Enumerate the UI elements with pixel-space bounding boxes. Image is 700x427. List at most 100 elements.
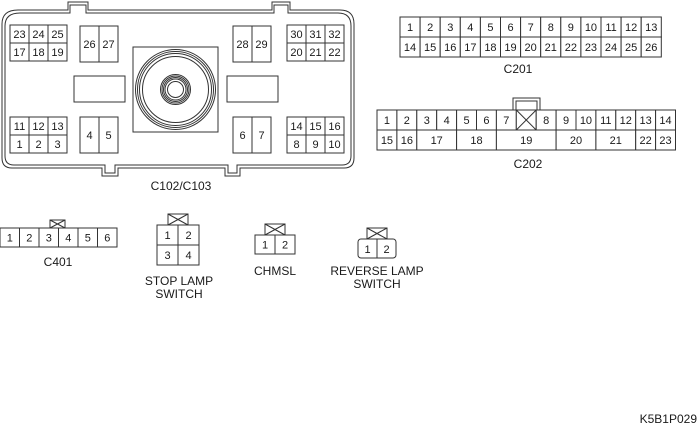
pin-number: 10	[585, 22, 597, 34]
c102-pin-13: 13	[47, 116, 68, 136]
c202-pin-15: 15	[376, 129, 398, 151]
pin-number: 6	[239, 130, 245, 142]
c102-pin-5: 5	[98, 116, 119, 154]
pin-number: 17	[464, 42, 476, 54]
c102-housing-outline	[1, 1, 355, 177]
pin-number: 11	[14, 121, 25, 133]
pin-number: 31	[309, 29, 321, 41]
pin-number: 27	[102, 39, 114, 51]
c401-pin-1: 1	[0, 227, 20, 248]
stop-lamp-pin-1: 1	[156, 224, 179, 246]
c202-label: C202	[514, 157, 543, 171]
c102-pin-18: 18	[28, 42, 49, 62]
chmsl-pin-2: 2	[274, 234, 296, 255]
pin-number: 20	[290, 47, 302, 59]
stop-lamp-pin-2: 2	[177, 224, 200, 246]
c201-pin-14: 14	[399, 36, 421, 58]
pin-number: 13	[645, 22, 657, 34]
pin-number: 5	[85, 233, 91, 245]
c202-pin-9: 9	[555, 109, 577, 131]
c102-housing-inner	[4, 4, 352, 174]
pin-number: 3	[164, 250, 170, 262]
figure-id: K5B1P029	[640, 412, 698, 426]
pin-number: 2	[185, 230, 191, 242]
c401-pin-2: 2	[19, 227, 40, 248]
c202-pin-11: 11	[595, 109, 617, 131]
c201-pin-24: 24	[600, 36, 622, 58]
c401-latch-icon	[49, 219, 66, 229]
c202-pin-5: 5	[456, 109, 478, 131]
pin-number: 9	[312, 139, 318, 151]
pin-number: 7	[503, 115, 509, 127]
c102-pin-16: 16	[324, 116, 345, 136]
c201-pin-17: 17	[459, 36, 481, 58]
c201-pin-20: 20	[520, 36, 542, 58]
c201-pin-12: 12	[620, 16, 642, 38]
c201-pin-18: 18	[479, 36, 501, 58]
stop-lamp-pin-4: 4	[177, 244, 200, 266]
c102-pin-10: 10	[324, 134, 345, 154]
pin-number: 25	[51, 29, 63, 41]
c201-pin-5: 5	[479, 16, 501, 38]
pin-number: 1	[7, 233, 13, 245]
c201-pin-26: 26	[640, 36, 662, 58]
c201-pin-25: 25	[620, 36, 642, 58]
pin-number: 21	[610, 135, 622, 147]
c102-pin-6: 6	[232, 116, 253, 154]
c202-pin-4: 4	[436, 109, 458, 131]
c102-pin-9: 9	[305, 134, 326, 154]
c201-pin-2: 2	[419, 16, 441, 38]
pin-number: 9	[563, 115, 569, 127]
pin-number: 28	[236, 39, 248, 51]
c202-pin-22: 22	[635, 129, 657, 151]
c202-latch-icon	[512, 97, 541, 110]
c102-pin-28: 28	[232, 25, 253, 63]
c202-pin-14: 14	[655, 109, 676, 131]
c102-pin-19: 19	[47, 42, 68, 62]
pin-number: 4	[467, 22, 473, 34]
reverse-lamp-label-line2: SWITCH	[353, 277, 400, 291]
c202-pin-7: 7	[495, 109, 517, 131]
pin-number: 23	[659, 135, 671, 147]
pin-number: 3	[424, 115, 430, 127]
c102-pin-15: 15	[305, 116, 326, 136]
pin-number: 2	[427, 22, 433, 34]
pin-number: 9	[568, 22, 574, 34]
c202-pin-16: 16	[396, 129, 418, 151]
stop-lamp-latch-icon	[167, 213, 189, 226]
pin-number: 6	[507, 22, 513, 34]
c201-pin-19: 19	[500, 36, 522, 58]
c201-pin-22: 22	[560, 36, 582, 58]
pin-number: 11	[600, 115, 611, 127]
pin-number: 2	[404, 115, 410, 127]
pin-number: 5	[105, 130, 111, 142]
pin-number: 18	[32, 47, 44, 59]
c202-pin-18: 18	[456, 129, 497, 151]
pin-number: 23	[13, 29, 25, 41]
pin-number: 12	[625, 22, 637, 34]
pin-number: 4	[185, 250, 191, 262]
pin-number: 15	[381, 135, 393, 147]
stop-lamp-label-line2: SWITCH	[155, 287, 202, 301]
pin-number: 26	[83, 39, 95, 51]
c102-pin-30: 30	[286, 24, 307, 44]
c201-pin-9: 9	[560, 16, 582, 38]
pin-number: 17	[13, 47, 25, 59]
chmsl-latch-icon	[264, 223, 286, 236]
c202-pin-23: 23	[655, 129, 676, 151]
pin-number: 5	[487, 22, 493, 34]
pin-number: 16	[401, 135, 413, 147]
pin-number: 32	[328, 29, 340, 41]
pin-number: 6	[104, 233, 110, 245]
pin-number: 23	[585, 42, 597, 54]
pin-number: 1	[262, 240, 268, 252]
c202-pin-20: 20	[555, 129, 597, 151]
c102-pin-4: 4	[79, 116, 100, 154]
pin-number: 17	[431, 135, 443, 147]
c201-pin-3: 3	[439, 16, 461, 38]
pin-number: 14	[290, 121, 302, 133]
